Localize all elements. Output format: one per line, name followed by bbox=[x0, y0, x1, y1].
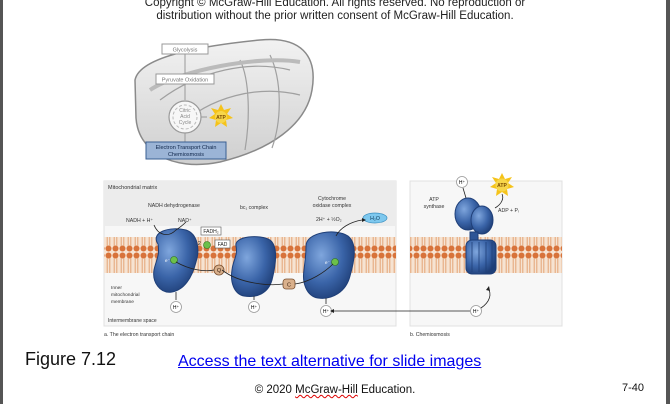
left-border bbox=[0, 0, 3, 404]
panel-b-caption: b. Chemiosmosis bbox=[410, 332, 450, 338]
fad-box bbox=[214, 239, 231, 249]
footer-copyright-brand: McGraw-Hill bbox=[295, 384, 358, 396]
adp-label: ADP + Pᵢ bbox=[498, 208, 519, 214]
tca-label-1: Citric bbox=[179, 108, 191, 114]
atp-large-label: ATP bbox=[497, 183, 507, 189]
atp-synthase-protein bbox=[454, 197, 497, 275]
nad-label: NAD⁺ bbox=[178, 218, 192, 224]
proton-b-bottom bbox=[470, 305, 482, 317]
electron-label-1: e⁻ bbox=[165, 258, 171, 263]
footer-copyright-prefix: © 2020 bbox=[254, 384, 296, 396]
etc-label-2: Chemiosmosis bbox=[168, 152, 204, 158]
copyright-notice: Copyright © McGraw-Hill Education. All r… bbox=[0, 0, 670, 23]
electron-label-3: e⁻ bbox=[325, 260, 331, 265]
panel-a-caption: a. The electron transport chain bbox=[104, 332, 174, 338]
atp-synthase-label-2: synthase bbox=[424, 204, 445, 210]
cytochrome-label-2: oxidase complex bbox=[313, 203, 352, 209]
footer-copyright-suffix: Education. bbox=[357, 384, 416, 396]
atp-star-large: ATP bbox=[490, 173, 514, 196]
footer-copyright: © 2020 McGraw-Hill Education. bbox=[0, 384, 670, 396]
cytochrome-oxidase-protein bbox=[303, 231, 355, 299]
tca-label-3: Cycle bbox=[179, 120, 192, 126]
proton-b-top-label: H⁺ bbox=[459, 180, 466, 186]
electron-dot-3 bbox=[331, 258, 339, 266]
inner-membrane-label-3: membrane bbox=[111, 299, 134, 305]
water-bubble bbox=[362, 212, 388, 224]
nadh-label: NADH + H⁺ bbox=[126, 218, 153, 224]
bc1-label: bc₁ complex bbox=[240, 205, 268, 211]
right-border bbox=[666, 0, 670, 404]
proton-b-bottom-label: H⁺ bbox=[473, 309, 480, 315]
electron-dot-2 bbox=[203, 241, 211, 249]
atp-small-label: ATP bbox=[216, 115, 226, 121]
proton-ions-a: H⁺ H⁺ H⁺ bbox=[170, 301, 332, 317]
inner-membrane-label-2: mitochondrial bbox=[111, 292, 140, 298]
text-alternative-link[interactable]: Access the text alternative for slide im… bbox=[178, 353, 482, 370]
atp-star-small: ATP bbox=[209, 104, 233, 127]
etc-label-1: Electron Transport Chain bbox=[156, 145, 217, 151]
fad-label: FAD bbox=[218, 242, 228, 248]
pyruvate-oxidation-label: Pyruvate Oxidation bbox=[162, 78, 208, 84]
etc-chemiosmosis-box bbox=[145, 141, 227, 160]
inner-membrane-label-1: Inner bbox=[111, 285, 122, 291]
bc1-complex-protein bbox=[231, 236, 276, 297]
atp-synthase-label-1: ATP bbox=[429, 197, 439, 203]
cytochrome-label-1: Cytochrome bbox=[318, 196, 346, 202]
tca-label-2: Acid bbox=[180, 114, 190, 120]
two-label: 2 bbox=[198, 241, 201, 247]
proton-b-top bbox=[456, 176, 468, 188]
glycolysis-label: Glycolysis bbox=[173, 48, 198, 54]
water-label: H₂O bbox=[370, 216, 380, 222]
fadh2-label: FADH₂ bbox=[203, 229, 218, 235]
fadh2-box bbox=[200, 226, 222, 236]
q-label: Q bbox=[217, 268, 222, 274]
c-label: C bbox=[287, 283, 291, 289]
copyright-line-2: distribution without the prior written c… bbox=[156, 10, 514, 22]
intermembrane-label: Intermembrane space bbox=[108, 318, 157, 324]
matrix-label: Mitochondrial matrix bbox=[108, 185, 157, 191]
nadh-dehydrogenase-label: NADH dehydrogenase bbox=[148, 203, 200, 209]
electron-dot-1 bbox=[170, 256, 178, 264]
copyright-line-1: Copyright © McGraw-Hill Education. All r… bbox=[144, 0, 526, 9]
figure-label: Figure 7.12 bbox=[25, 349, 117, 369]
oxygen-label: 2H⁺ + ½O₂ bbox=[316, 216, 342, 223]
slide-number: 7-40 bbox=[622, 382, 645, 394]
proton-a-3: H⁺ bbox=[323, 309, 330, 315]
proton-a-2: H⁺ bbox=[251, 305, 258, 311]
proton-a-1: H⁺ bbox=[173, 305, 180, 311]
